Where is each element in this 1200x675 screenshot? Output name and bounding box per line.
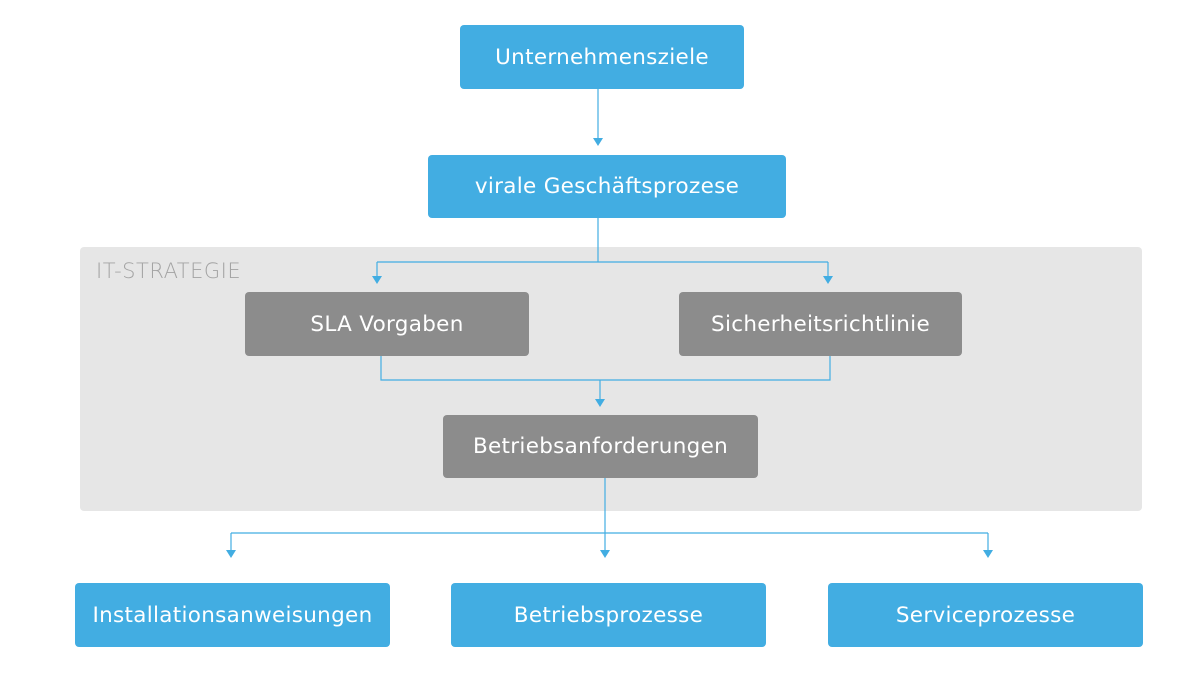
it-strategie-group-label: IT-STRATEGIE: [96, 259, 242, 283]
arrowhead-installationsanweisungen: [226, 550, 236, 558]
node-sla-vorgaben: SLA Vorgaben: [245, 292, 529, 356]
node-sicherheitsrichtlinie: Sicherheitsrichtlinie: [679, 292, 962, 356]
node-betriebsprozesse: Betriebsprozesse: [451, 583, 766, 647]
arrowhead-serviceprozesse: [983, 550, 993, 558]
node-serviceprozesse: Serviceprozesse: [828, 583, 1143, 647]
arrowhead-betriebsprozesse: [600, 550, 610, 558]
node-geschaeftsprozese: virale Geschäftsprozese: [428, 155, 786, 218]
arrowhead-geschaeftsprozese: [593, 138, 603, 146]
node-unternehmensziele: Unternehmensziele: [460, 25, 744, 89]
node-installationsanweisungen: Installationsanweisungen: [75, 583, 390, 647]
node-betriebsanforderungen: Betriebsanforderungen: [443, 415, 758, 478]
